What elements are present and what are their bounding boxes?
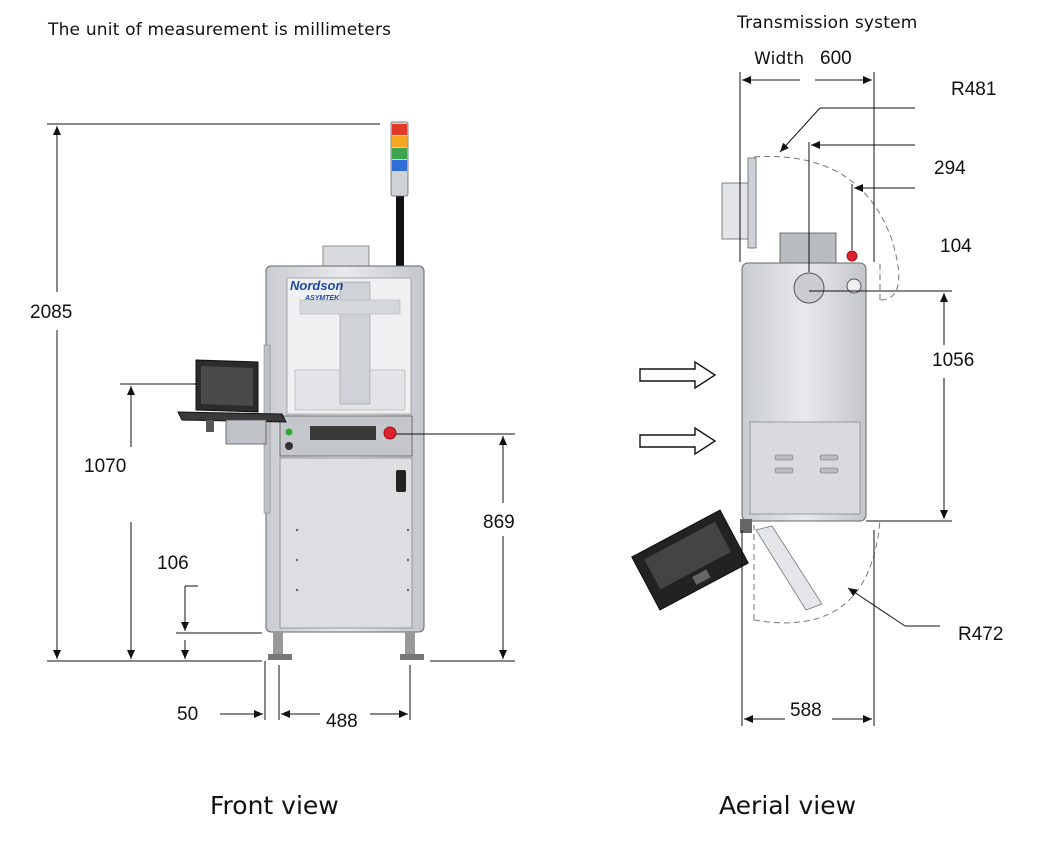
transmission-direction-arrows: [639, 360, 717, 456]
unit-note: The unit of measurement is millimeters: [48, 20, 392, 40]
dim-foot-offset: 50: [177, 704, 199, 725]
dim-conveyor-height: 869: [483, 512, 515, 533]
dim-width-value: 600: [820, 48, 852, 69]
door-handle: [396, 470, 406, 492]
aerial-view-caption: Aerial view: [719, 791, 857, 820]
dim-base-width: 588: [790, 700, 822, 721]
control-slot: [310, 426, 376, 440]
dim-keyboard-tray-height: 1070: [84, 456, 127, 477]
emergency-stop-icon: [383, 426, 397, 440]
beacon-green: [392, 148, 407, 159]
front-dimension-lines: [47, 123, 515, 720]
dim-foot-spacing: 488: [326, 711, 358, 732]
front-laptop-arm: [177, 359, 287, 445]
dim-width-label: Width: [754, 49, 805, 69]
aerial-dimension-lines: [739, 72, 952, 726]
status-led-icon: [285, 428, 293, 436]
dim-depth: 1056: [932, 350, 975, 371]
dim-offset-104: 104: [940, 236, 972, 257]
brand-logo: Nordson: [290, 278, 344, 293]
signal-tower: [390, 121, 409, 268]
dim-offset-294: 294: [934, 158, 966, 179]
beacon-blue: [392, 160, 407, 171]
aerial-view-machine: [631, 155, 900, 624]
dim-door-radius-top: R481: [951, 79, 997, 100]
transmission-system-label: Transmission system: [737, 13, 918, 33]
beacon-red: [392, 124, 407, 135]
brand-sub: ASYMTEK: [304, 295, 340, 302]
front-view-caption: Front view: [210, 791, 339, 820]
dim-door-radius-bottom: R472: [958, 624, 1004, 645]
front-view-machine: Nordson ASYMTEK: [263, 121, 425, 660]
beacon-amber: [392, 136, 407, 147]
dim-total-height: 2085: [30, 302, 73, 323]
dim-foot-height: 106: [157, 553, 189, 574]
